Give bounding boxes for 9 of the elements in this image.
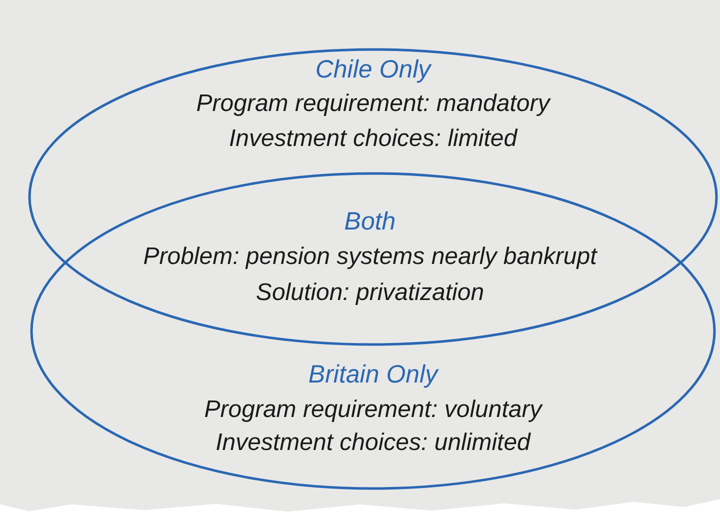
region-text: Program requirement: voluntary (204, 396, 542, 424)
region-text: Program requirement: mandatory (196, 90, 550, 118)
region-heading: Chile Only (315, 56, 431, 84)
region-text: Solution: privatization (256, 279, 484, 307)
region-text: Investment choices: limited (228, 125, 518, 153)
region-heading: Britain Only (308, 360, 438, 390)
region-text: Investment choices: unlimited (216, 429, 530, 457)
region-text: Problem: pension systems nearly bankrupt (143, 243, 597, 271)
region-heading: Both (344, 208, 396, 236)
